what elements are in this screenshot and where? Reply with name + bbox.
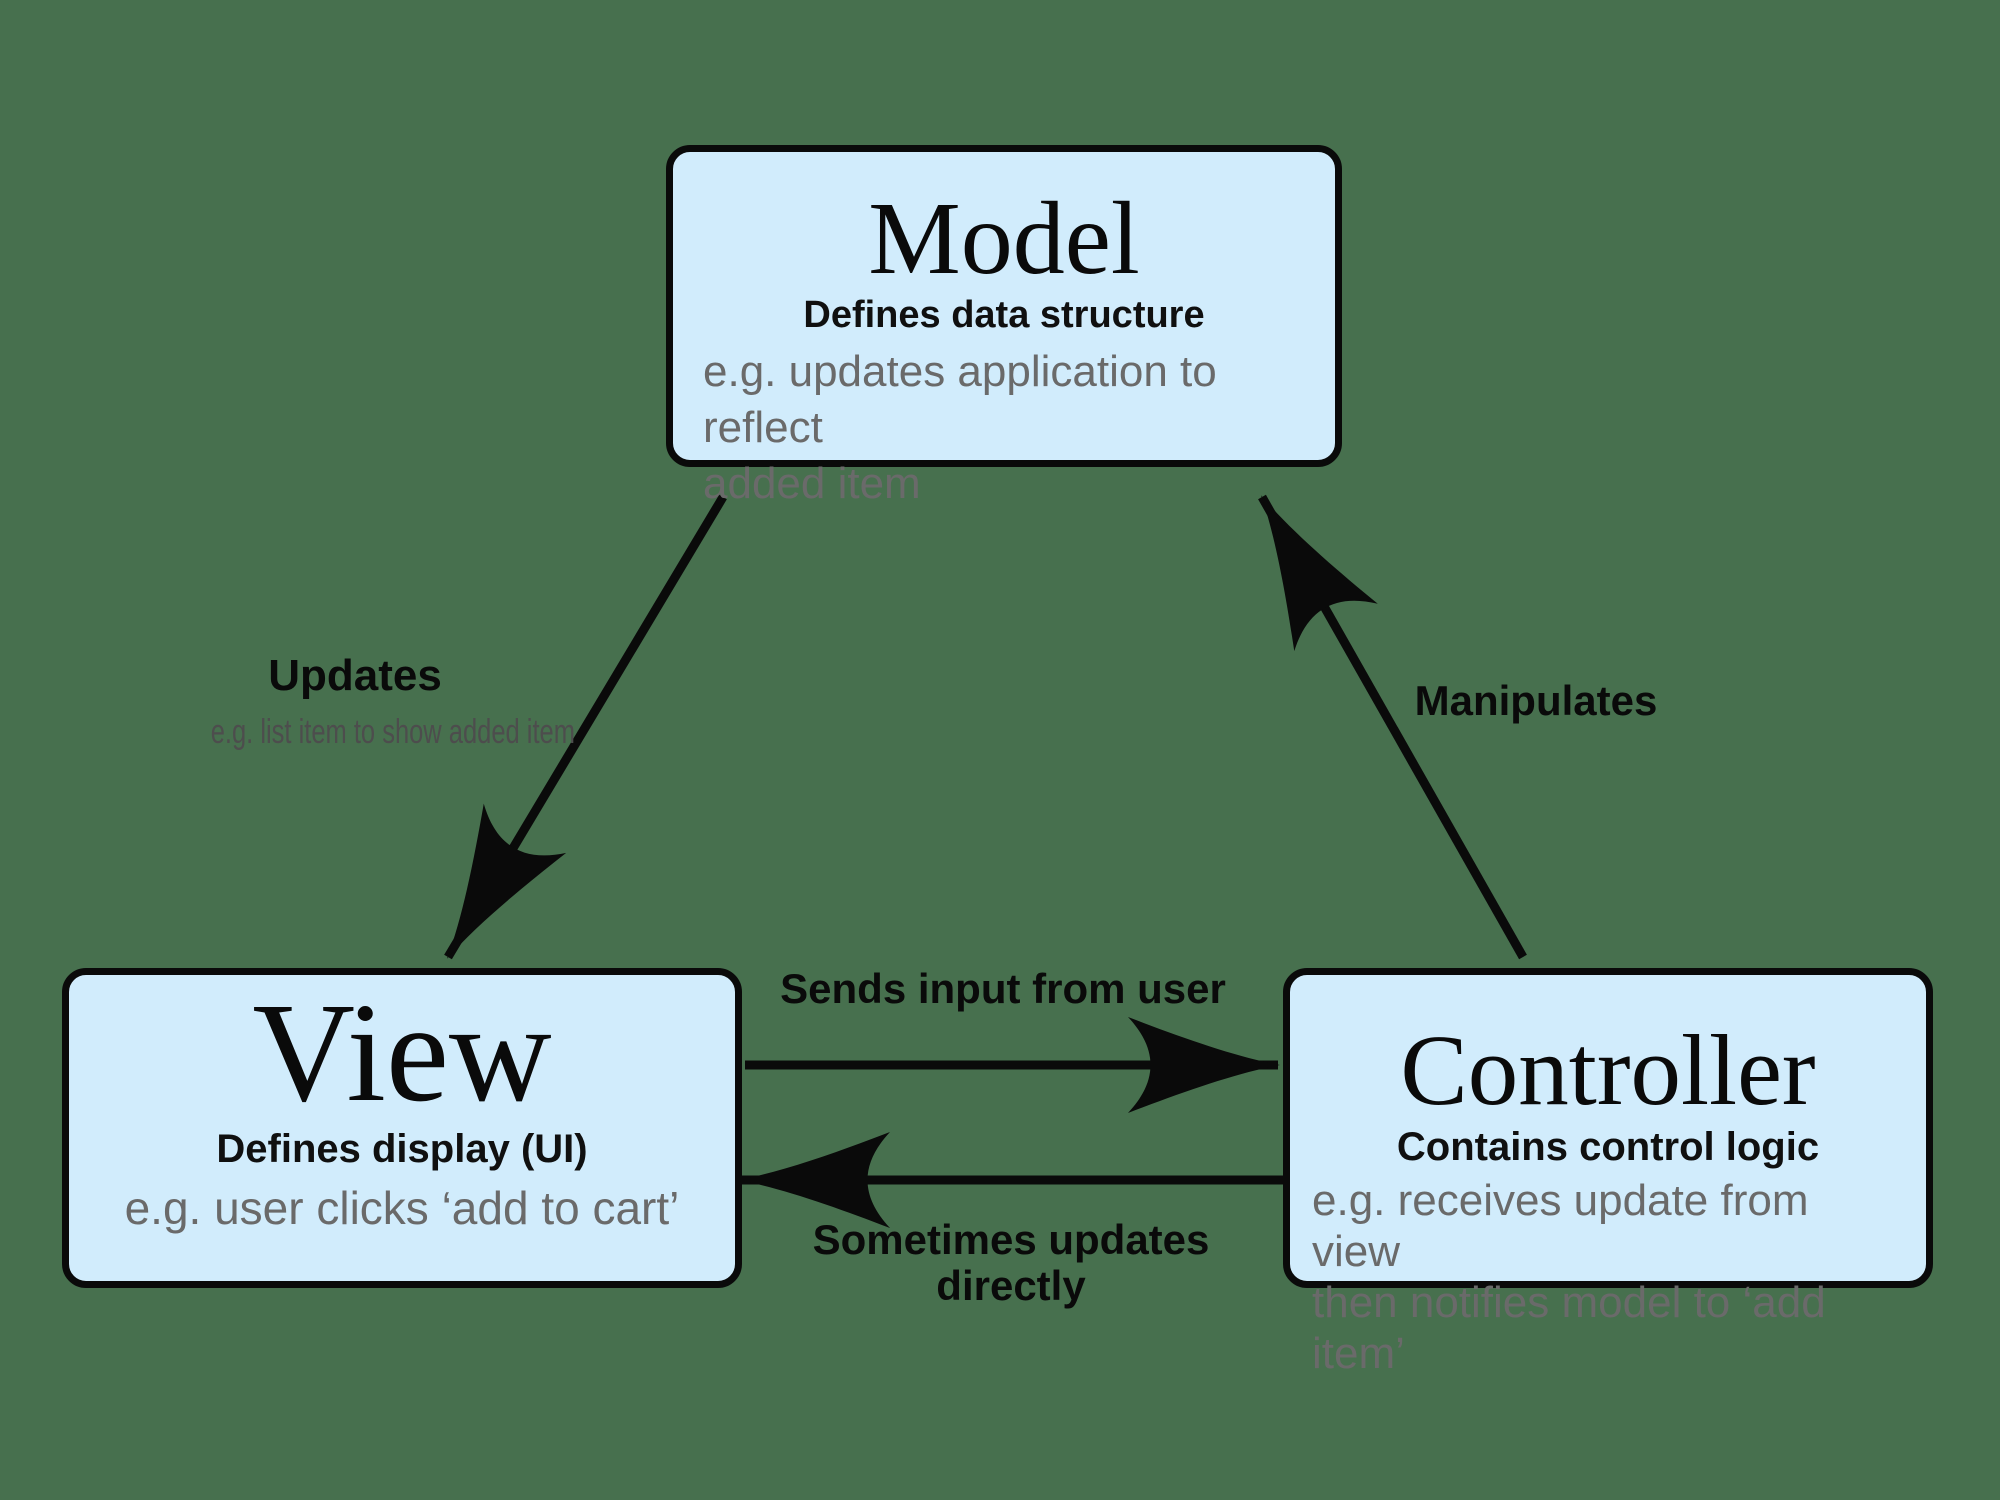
model-example-line-2: added item [703, 459, 921, 509]
manipulates-label: Manipulates [1414, 677, 1658, 724]
sometimes-updates-label: Sometimes updates directly [812, 1216, 1210, 1310]
model-example: e.g. updates application to reflect adde… [673, 340, 1335, 512]
model-subtitle: Defines data structure [803, 294, 1205, 336]
updates-arrow [444, 494, 727, 960]
view-subtitle: Defines display (UI) [216, 1127, 588, 1171]
controller-subtitle: Contains control logic [1396, 1125, 1820, 1169]
view-title: View [252, 973, 552, 1131]
sends-input-label: Sends input from user [780, 965, 1226, 1012]
controller-box: Controller Contains control logic e.g. r… [1283, 968, 1933, 1378]
model-example-line-1: e.g. updates application to reflect [703, 347, 1217, 453]
updates-label: Updates [268, 651, 442, 700]
view-box: View Defines display (UI) e.g. user clic… [62, 968, 742, 1288]
view-example: e.g. user clicks ‘add to cart’ [124, 1182, 680, 1234]
controller-example-line-1: e.g. receives update from view [1312, 1176, 1809, 1277]
controller-title: Controller [1400, 1014, 1816, 1126]
updates-sublabel: e.g. list item to show added item [210, 713, 575, 752]
model-title: Model [868, 181, 1140, 296]
controller-example-line-2: then notifies model to ‘add item’ [1312, 1278, 1826, 1379]
updates-label-group: Updates e.g. list item to show added ite… [150, 651, 575, 754]
controller-example: e.g. receives update from view then noti… [1290, 1173, 1926, 1379]
manipulates-arrow [1258, 494, 1527, 960]
model-box: Model Defines data structure e.g. update… [666, 145, 1342, 508]
